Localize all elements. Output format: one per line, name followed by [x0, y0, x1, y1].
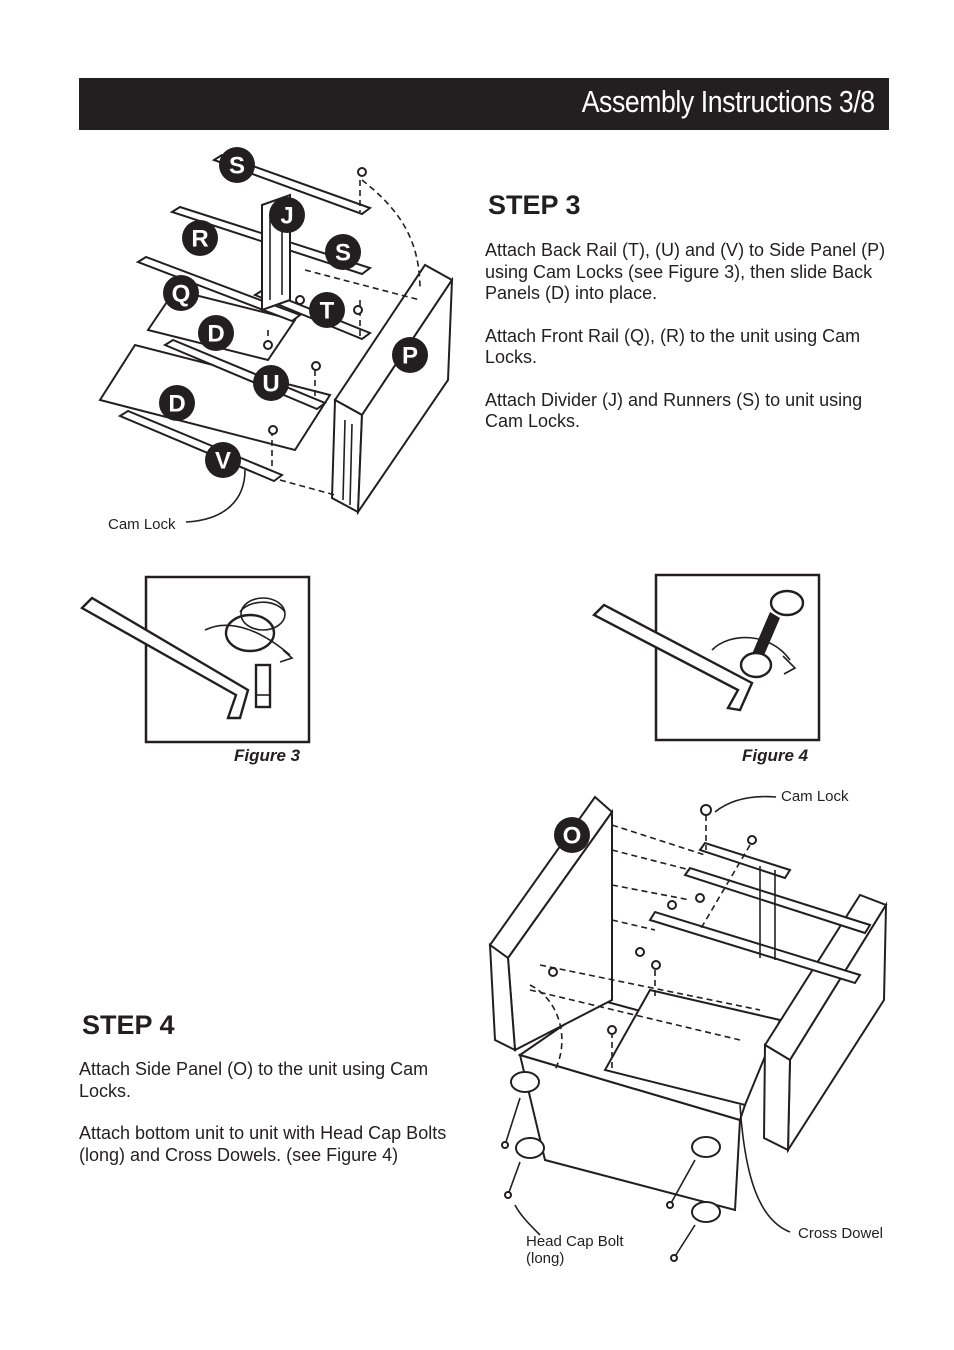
cross-dowel-icon: [769, 589, 805, 617]
front-rail-q: [135, 255, 303, 323]
part-label-s-top: S: [219, 147, 255, 183]
svg-text:S: S: [229, 153, 245, 180]
side-panel-p-side: [356, 276, 454, 516]
rail-back: [683, 866, 872, 935]
svg-text:P: P: [402, 343, 418, 370]
cam-lock-icon: [263, 167, 367, 435]
figure3-caption: Figure 3: [234, 746, 301, 765]
step3-paragraph: Attach Divider (J) and Runners (S) to un…: [485, 389, 863, 432]
side-panel-o-edge: [488, 942, 517, 1052]
allen-key-icon: [591, 603, 754, 712]
cam-bolt-icon: [254, 663, 272, 709]
step3-heading: STEP 3: [488, 190, 581, 220]
head-cap-bolt-icon: [752, 612, 780, 660]
cross-dowel-callout: Cross Dowel: [798, 1225, 884, 1242]
svg-text:V: V: [215, 448, 231, 475]
step4-heading: STEP 4: [82, 1010, 175, 1040]
part-label-u: U: [253, 365, 289, 401]
svg-text:Q: Q: [172, 281, 191, 308]
svg-text:O: O: [563, 823, 582, 850]
part-label-t: T: [309, 292, 345, 328]
rail-front: [648, 910, 862, 985]
step3-paragraph: Attach Front Rail (Q), (R) to the unit u…: [485, 325, 861, 368]
cam-lock-callout: Cam Lock: [108, 516, 176, 533]
step3-instructions: Attach Back Rail (T), (U) and (V) to Sid…: [485, 240, 895, 454]
svg-text:D: D: [168, 391, 185, 418]
svg-text:D: D: [207, 321, 224, 348]
svg-text:T: T: [320, 298, 335, 325]
svg-text:S: S: [335, 240, 351, 267]
back-panel-lower: [98, 343, 332, 452]
cam-lock-pointer: [714, 795, 777, 813]
step4-paragraph: Attach Side Panel (O) to the unit using …: [79, 1059, 429, 1101]
cam-lock-icon: [548, 804, 757, 1035]
part-label-j: J: [269, 197, 305, 233]
part-label-r: R: [182, 220, 218, 256]
allen-key-icon: [80, 596, 250, 720]
header-bar: Assembly Instructions 3/8: [79, 78, 889, 130]
cam-lock-icon: [224, 613, 276, 653]
part-label-d-upper: D: [198, 315, 234, 351]
part-label-p: P: [392, 337, 428, 373]
step4-instructions: Attach Side Panel (O) to the unit using …: [79, 1059, 469, 1187]
figure4-caption: Figure 4: [742, 746, 809, 765]
part-label-v: V: [205, 442, 241, 478]
right-panel-edge: [762, 1043, 792, 1152]
svg-text:U: U: [262, 371, 279, 398]
cross-dowel-pointer: [739, 1104, 791, 1233]
cam-lock-pointer: [185, 469, 246, 523]
part-label-d-lower: D: [159, 385, 195, 421]
part-label-q: Q: [163, 275, 199, 311]
head-cap-bolt-callout-line1: Head Cap Bolt: [526, 1233, 624, 1250]
svg-text:J: J: [280, 203, 293, 230]
step4-paragraph: Attach bottom unit to unit with Head Cap…: [79, 1123, 447, 1165]
head-cap-bolt-pointer: [514, 1204, 541, 1236]
part-label-s: S: [325, 234, 361, 270]
svg-text:R: R: [191, 226, 208, 253]
page-title: Assembly Instructions 3/8: [581, 84, 875, 119]
part-label-o: O: [554, 817, 590, 853]
rail-top: [698, 841, 792, 880]
cross-dowel-icon: [510, 1071, 721, 1223]
head-cap-bolt-callout-line2: (long): [526, 1250, 565, 1267]
step3-paragraph: Attach Back Rail (T), (U) and (V) to Sid…: [485, 240, 886, 303]
cam-lock-callout: Cam Lock: [781, 788, 849, 805]
head-cap-bolt-icon: [501, 1097, 696, 1262]
head-cap-bolt-callout: Head Cap Bolt (long): [526, 1233, 624, 1267]
